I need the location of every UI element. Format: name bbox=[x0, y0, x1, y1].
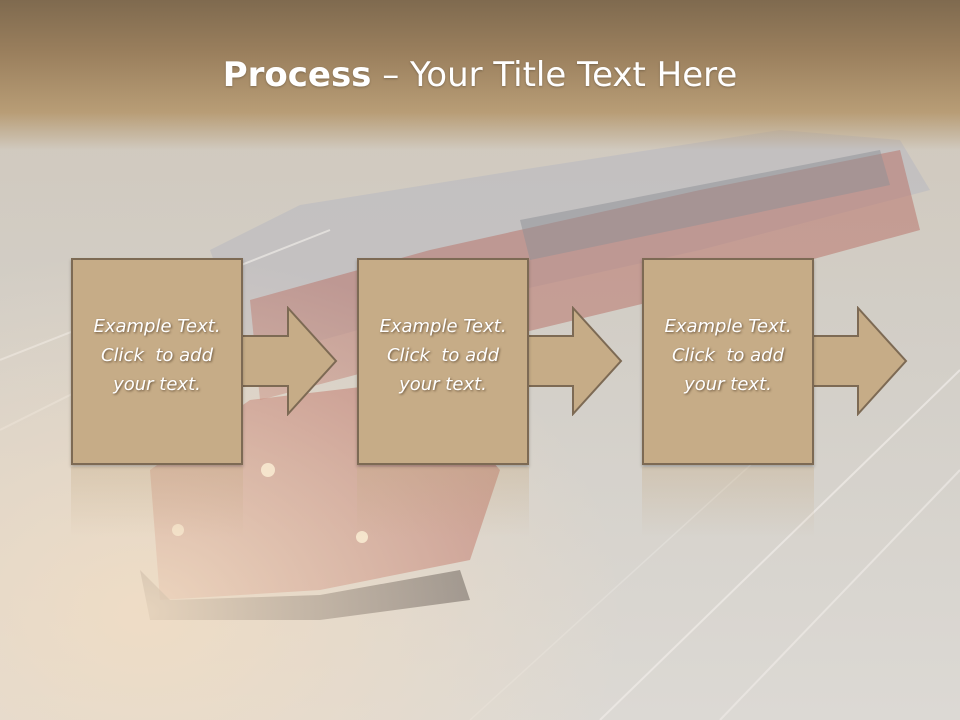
step-reflection bbox=[357, 467, 529, 537]
step-text-line: Example Text. bbox=[664, 316, 792, 337]
step-text-line: Example Text. bbox=[93, 316, 221, 337]
step-1-text[interactable]: Example Text. Click to add your text. bbox=[73, 312, 241, 399]
step-reflection bbox=[642, 467, 814, 537]
process-step-1[interactable]: Example Text. Click to add your text. bbox=[71, 258, 243, 465]
process-step-2[interactable]: Example Text. Click to add your text. bbox=[357, 258, 529, 465]
process-step-3[interactable]: Example Text. Click to add your text. bbox=[642, 258, 814, 465]
arrow-right-icon[interactable] bbox=[810, 306, 910, 416]
step-text-line: your text. bbox=[113, 374, 201, 395]
step-text-line: Click to add bbox=[671, 345, 784, 366]
title-bold-text: Process bbox=[222, 55, 372, 95]
step-reflection bbox=[71, 467, 243, 537]
title-rest-text: – Your Title Text Here bbox=[371, 55, 738, 95]
step-text-line: your text. bbox=[399, 374, 487, 395]
step-text-line: Click to add bbox=[100, 345, 213, 366]
step-3-text[interactable]: Example Text. Click to add your text. bbox=[644, 312, 812, 399]
step-2-text[interactable]: Example Text. Click to add your text. bbox=[359, 312, 527, 399]
arrow-right-icon[interactable] bbox=[240, 306, 340, 416]
step-text-line: Click to add bbox=[386, 345, 499, 366]
title-band bbox=[0, 0, 960, 150]
arrow-right-icon[interactable] bbox=[525, 306, 625, 416]
step-text-line: Example Text. bbox=[379, 316, 507, 337]
step-text-line: your text. bbox=[684, 374, 772, 395]
slide-title[interactable]: Process – Your Title Text Here bbox=[0, 52, 960, 98]
